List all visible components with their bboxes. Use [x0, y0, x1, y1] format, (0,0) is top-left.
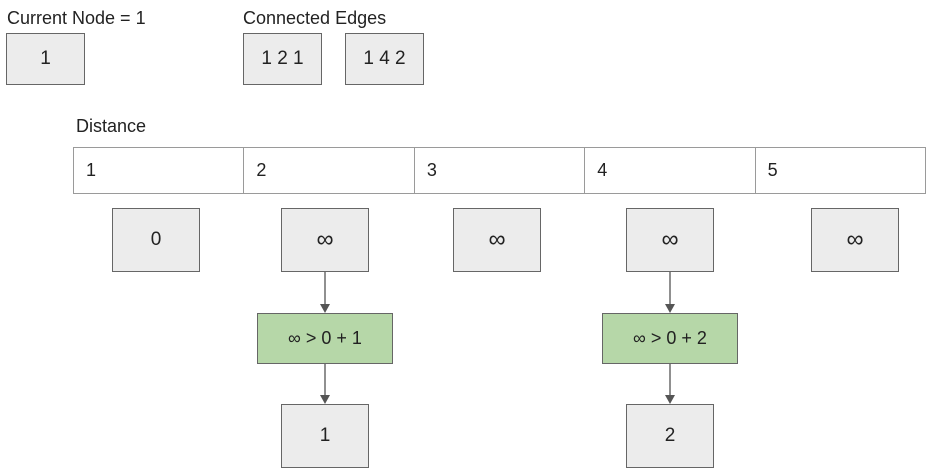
- arrow-node2-to-comparison: [320, 272, 330, 313]
- distance-table-header: 1 2 3 4 5: [73, 147, 926, 194]
- distance-value-1: 0: [112, 208, 200, 272]
- comparison-box-node-4: ∞ > 0 + 2: [602, 313, 738, 364]
- updated-distance-node-4: 2: [626, 404, 714, 468]
- arrow-comparison2-to-result: [665, 364, 675, 404]
- edge-box-1: 1 2 1: [243, 33, 322, 85]
- edge-box-2: 1 4 2: [345, 33, 424, 85]
- node-header-5: 5: [767, 160, 778, 180]
- current-node-box: 1: [6, 33, 85, 85]
- node-header-2: 2: [244, 148, 415, 193]
- distance-value-5: ∞: [811, 208, 899, 272]
- distance-value-4: ∞: [626, 208, 714, 272]
- distance-value-3: ∞: [453, 208, 541, 272]
- arrow-comparison1-to-result: [320, 364, 330, 404]
- distance-value-2: ∞: [281, 208, 369, 272]
- comparison-box-node-2: ∞ > 0 + 1: [257, 313, 393, 364]
- node-header-4: 4: [585, 148, 756, 193]
- connected-edges-label: Connected Edges: [243, 8, 387, 28]
- node-header-1: 1: [74, 148, 245, 193]
- node-header-3: 3: [415, 148, 586, 193]
- current-node-label: Current Node = 1: [7, 8, 146, 28]
- distance-label: Distance: [76, 116, 147, 136]
- arrow-node4-to-comparison: [665, 272, 675, 313]
- updated-distance-node-2: 1: [281, 404, 369, 468]
